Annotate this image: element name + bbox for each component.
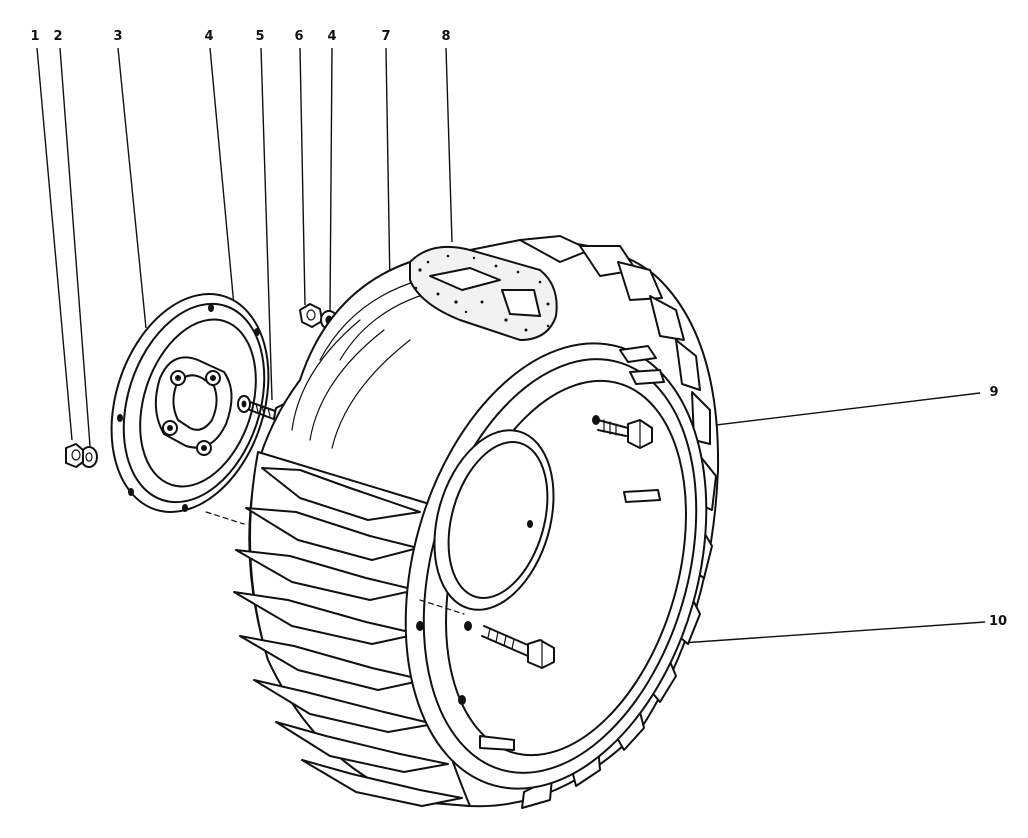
wheel-bolt-hole <box>458 695 466 705</box>
callout-1: 1 <box>30 29 39 44</box>
rim-bolt-hole <box>208 304 214 312</box>
flat-washer-hole <box>241 400 247 408</box>
bolt-thread <box>255 403 271 417</box>
tire-sidewall-line <box>309 329 385 441</box>
wheel-rim <box>404 342 708 790</box>
chevron-lug <box>275 721 449 773</box>
tire-sidewall-line <box>319 279 421 361</box>
wheel-center-bore <box>433 429 555 611</box>
leader-7 <box>385 47 391 288</box>
tread-lug <box>675 339 701 391</box>
tread-lug <box>649 295 685 341</box>
rim-bolt-hole <box>182 504 188 512</box>
leader-2 <box>59 47 91 447</box>
chevron-lug <box>301 759 463 807</box>
alignment-lines <box>205 511 465 615</box>
bolt-lower-shank <box>481 625 531 657</box>
alignment-line <box>205 511 245 525</box>
adapter-plate-rim-edge <box>122 302 266 504</box>
callout-8: 8 <box>441 29 450 44</box>
callout-4-right: 4 <box>327 29 336 44</box>
rim-slot <box>619 345 657 363</box>
bolt-lower <box>481 625 555 669</box>
leader-lines <box>36 47 986 653</box>
callout-3: 3 <box>113 29 122 44</box>
rim-slot <box>629 369 665 385</box>
wheel-bolt-hole <box>592 415 600 425</box>
bolt-upper-shank <box>597 419 629 437</box>
leader-8 <box>445 47 453 243</box>
wheel-bolt-hole <box>416 621 424 631</box>
callout-7: 7 <box>381 29 390 44</box>
callout-5: 5 <box>255 29 264 44</box>
hex-nut-top-bore <box>306 309 316 321</box>
callout-2: 2 <box>53 29 62 44</box>
leader-5 <box>260 47 273 401</box>
rim-bolt-hole <box>117 414 123 422</box>
hex-nut <box>65 443 84 468</box>
rim-slot <box>623 489 661 503</box>
callout-9: 9 <box>989 385 998 400</box>
hub-stud-center <box>175 375 181 381</box>
bolt-upper-thread <box>603 419 617 436</box>
hub-boss-center <box>172 374 218 431</box>
tire-sidewall-line <box>291 319 361 431</box>
callout-10: 10 <box>989 614 1007 629</box>
rim-bolt-hole <box>128 488 134 496</box>
ballast-weight-block <box>501 289 541 317</box>
rim-bolt-hole <box>254 328 260 336</box>
nut-and-washer-left <box>65 443 98 468</box>
leader-3 <box>117 47 147 329</box>
rim-slot <box>479 735 515 751</box>
hub-adapter-plate <box>110 293 270 513</box>
bolt-lower-thread <box>487 627 515 650</box>
ballast-weight <box>409 245 558 342</box>
hub-stud-center <box>167 425 173 431</box>
leader-1 <box>36 47 73 441</box>
ballast-weight-block <box>429 267 501 291</box>
adapter-plate-inner-face <box>139 318 257 488</box>
wheel-center-bore-lip <box>447 441 549 599</box>
wheel-bolt-hole <box>464 621 472 631</box>
bolt-shank <box>249 401 279 421</box>
callout-4-left: 4 <box>204 29 213 44</box>
hub-stud-center <box>210 375 216 381</box>
hex-nut-top <box>299 303 323 328</box>
leader-4-right <box>329 47 333 313</box>
alignment-line <box>419 599 465 615</box>
ballast-weight-body <box>409 245 558 342</box>
wheel-bolt-hole <box>527 520 533 528</box>
tread-lug <box>691 391 711 445</box>
tread-lug <box>617 261 663 301</box>
hub-stud-center <box>201 445 207 451</box>
ballast-speckle-texture <box>414 254 550 332</box>
bolt-upper <box>597 419 653 449</box>
leader-6 <box>299 47 306 306</box>
callout-6: 6 <box>294 29 303 44</box>
lock-washer-hole <box>85 452 93 462</box>
bolt-lower-head <box>527 639 555 669</box>
callout-labels: 1 2 3 4 5 6 4 7 8 9 10 <box>30 29 1007 629</box>
tire-sidewall-line <box>331 339 411 449</box>
chevron-lug <box>261 467 421 521</box>
hex-nut-bore <box>71 449 81 461</box>
